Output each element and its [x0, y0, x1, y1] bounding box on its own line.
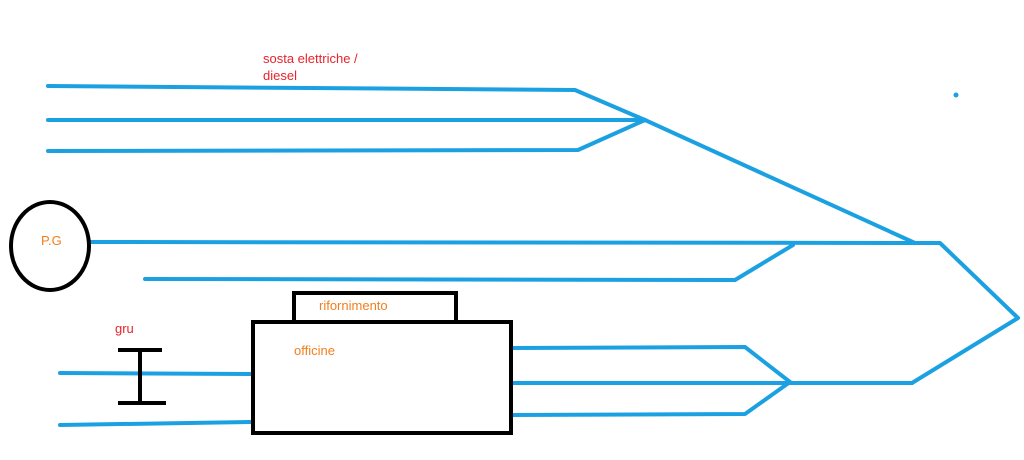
officine-label: officine	[294, 343, 335, 358]
sosta-label-line1: sosta elettriche /	[263, 51, 358, 66]
crane-track-2	[58, 420, 252, 427]
workshop-track-3	[510, 380, 792, 417]
workshop-track-1	[510, 345, 792, 384]
gru-label: gru	[115, 321, 134, 336]
connecting-track	[643, 118, 917, 245]
branch-track	[143, 243, 795, 282]
siding-track-1	[46, 84, 647, 122]
rifornimento-label: rifornimento	[319, 298, 388, 313]
pg-circle	[9, 200, 91, 292]
crane-track-1	[58, 371, 252, 376]
officine-box	[251, 320, 513, 435]
sosta-label-line2: diesel	[263, 68, 297, 83]
pg-label: P.G	[41, 233, 62, 248]
main-track	[88, 240, 1020, 385]
marker-dot	[953, 92, 959, 98]
siding-track-3	[46, 118, 647, 153]
